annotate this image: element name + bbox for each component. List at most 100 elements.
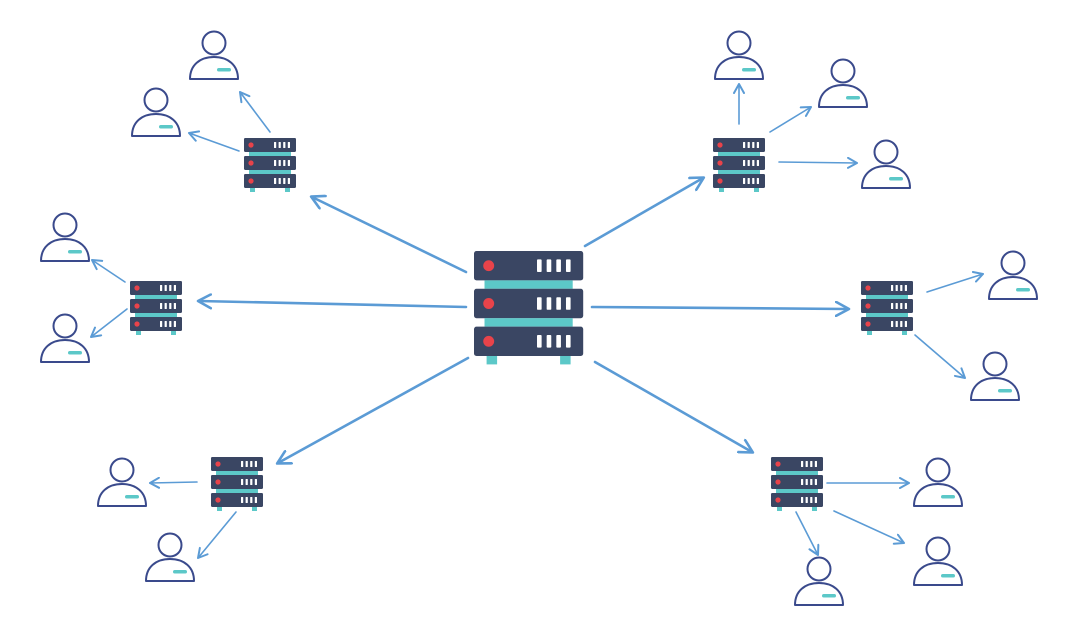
vent-slot <box>173 303 176 309</box>
user-head <box>806 556 832 582</box>
status-led-icon <box>865 321 871 327</box>
server-rack-icon <box>713 138 765 192</box>
vent-slot <box>900 285 903 291</box>
server-unit <box>713 138 765 152</box>
vent-slot <box>810 479 813 485</box>
arrow-icon <box>278 356 470 463</box>
server-foot <box>867 331 872 335</box>
vent-slot <box>891 303 894 309</box>
server-foot <box>285 188 290 192</box>
vent-slot <box>287 178 290 184</box>
server-unit <box>130 299 182 313</box>
user-badge <box>941 495 955 499</box>
user-head <box>109 457 135 483</box>
vent-slot <box>173 321 176 327</box>
vent-slot <box>241 479 244 485</box>
user-body <box>818 84 868 108</box>
status-led-icon <box>717 178 723 184</box>
arrow-icon <box>769 106 812 133</box>
vent-slot <box>895 285 898 291</box>
arrow-icon <box>312 197 468 274</box>
server-divider <box>776 471 818 475</box>
vent-slot <box>805 479 808 485</box>
server-divider <box>718 170 760 174</box>
vent-slot <box>160 321 163 327</box>
vent-slot <box>164 285 167 291</box>
arrow-icon <box>188 130 240 152</box>
vent-slot <box>241 497 244 503</box>
status-led-icon <box>134 303 140 309</box>
user-icon <box>40 313 90 363</box>
status-led-icon <box>865 303 871 309</box>
server-rack-icon <box>244 138 296 192</box>
vent-slot <box>900 303 903 309</box>
vent-slot <box>250 479 253 485</box>
vent-slot <box>287 160 290 166</box>
user-head <box>726 30 752 56</box>
user-head <box>201 30 227 56</box>
server-divider <box>249 152 291 156</box>
server-unit <box>474 326 584 356</box>
vent-slot <box>245 479 248 485</box>
vent-slot <box>805 497 808 503</box>
user-badge <box>941 574 955 578</box>
server-unit <box>771 475 823 489</box>
status-led-icon <box>775 479 781 485</box>
vent-slot <box>546 335 552 348</box>
server-unit <box>713 156 765 170</box>
vent-slot <box>801 461 804 467</box>
user-body <box>145 558 195 582</box>
vent-slot <box>805 461 808 467</box>
vent-slot <box>747 142 750 148</box>
server-unit <box>211 493 263 507</box>
user-body <box>189 56 239 80</box>
vent-slot <box>556 335 561 348</box>
server-rack-icon <box>861 281 913 335</box>
user-badge <box>998 389 1012 393</box>
status-led-icon <box>483 298 495 309</box>
user-badge <box>217 68 231 72</box>
user-body <box>913 562 963 586</box>
server-unit <box>861 317 913 331</box>
user-body <box>714 56 764 80</box>
vent-slot <box>904 303 907 309</box>
user-icon <box>40 212 90 262</box>
status-led-icon <box>134 321 140 327</box>
server-foot <box>250 188 255 192</box>
vent-slot <box>904 321 907 327</box>
user-head <box>830 58 856 84</box>
vent-slot <box>250 497 253 503</box>
vent-slot <box>287 142 290 148</box>
user-icon <box>131 87 181 137</box>
vent-slot <box>546 259 552 272</box>
user-head <box>52 212 78 238</box>
vent-slot <box>752 178 755 184</box>
server-unit <box>244 138 296 152</box>
server-divider <box>718 152 760 156</box>
server-divider <box>484 318 573 327</box>
vent-slot <box>747 178 750 184</box>
user-head <box>925 457 951 483</box>
arrow-icon <box>590 307 848 309</box>
arrows-layer <box>90 83 984 559</box>
server-foot <box>560 356 571 365</box>
vent-slot <box>565 259 571 272</box>
server-divider <box>135 313 177 317</box>
user-body <box>40 238 90 262</box>
user-body <box>40 339 90 363</box>
user-body <box>913 483 963 507</box>
server-rack-icon <box>474 251 584 365</box>
vent-slot <box>752 160 755 166</box>
vent-slot <box>537 335 542 348</box>
arrow-icon <box>778 156 858 169</box>
vent-slot <box>169 285 172 291</box>
server-divider <box>216 471 258 475</box>
user-body <box>131 113 181 137</box>
server-unit <box>244 156 296 170</box>
vent-slot <box>546 297 552 310</box>
user-icon <box>970 351 1020 401</box>
user-badge <box>846 96 860 100</box>
vent-slot <box>254 497 257 503</box>
status-led-icon <box>717 142 723 148</box>
vent-slot <box>537 259 542 272</box>
